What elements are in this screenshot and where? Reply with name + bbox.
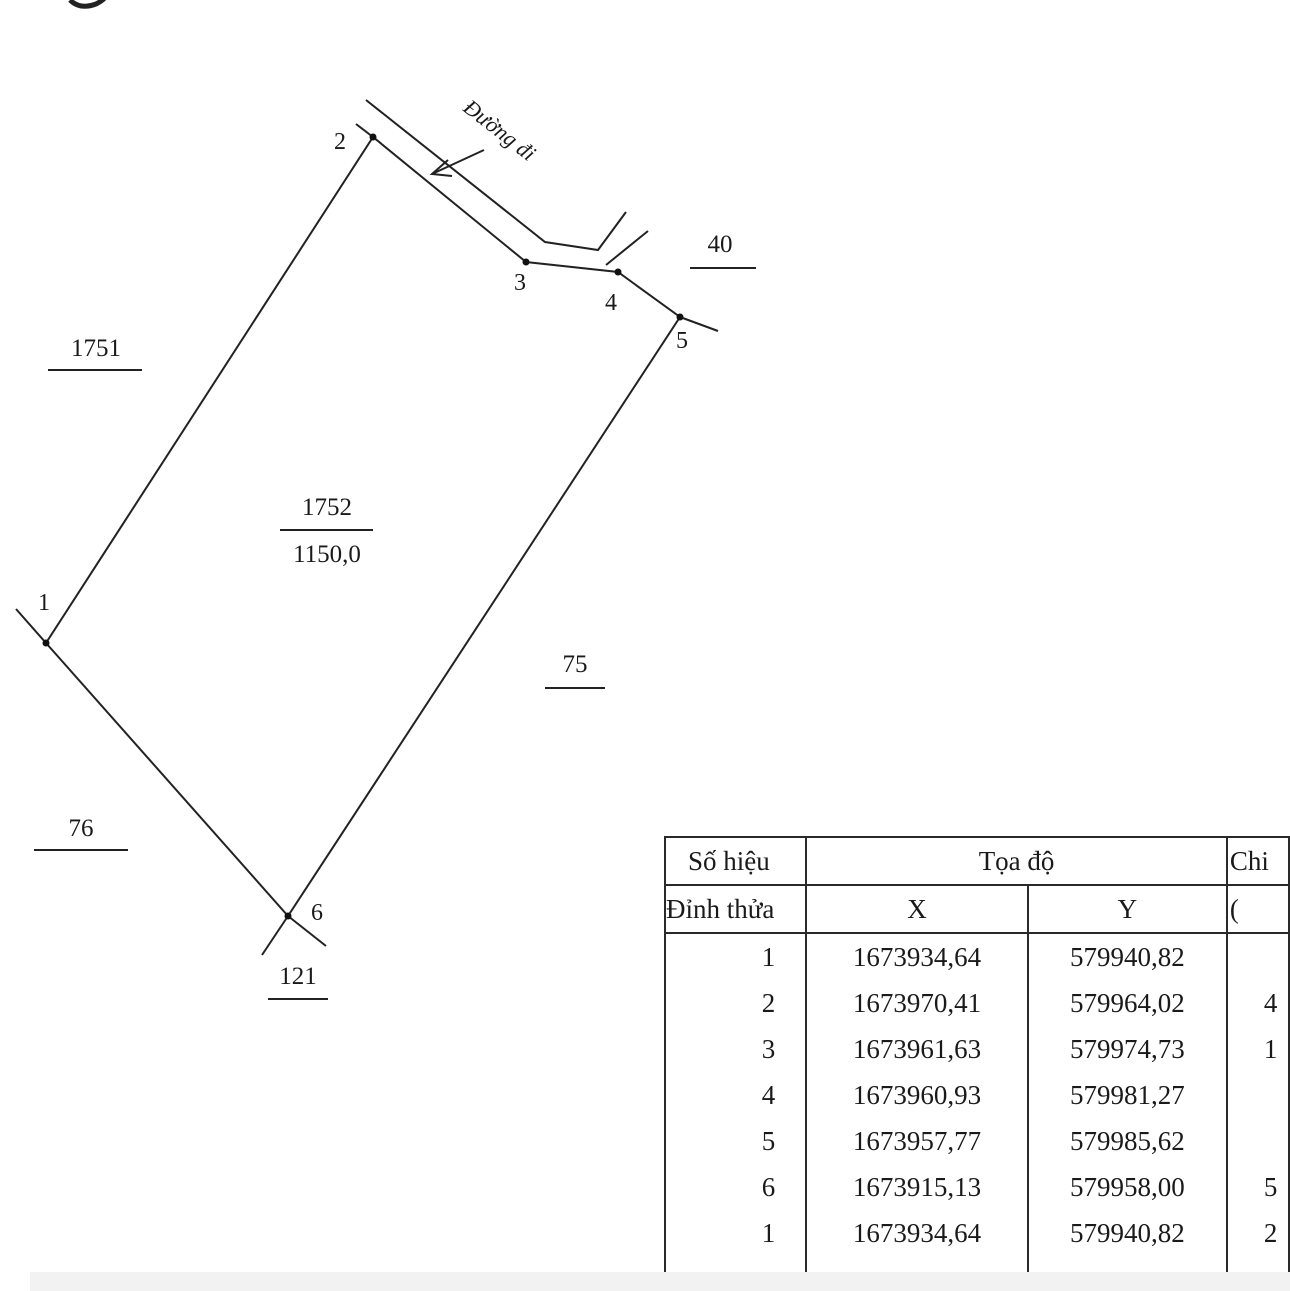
coord-x: 1673961,63 [805,1026,1029,1072]
coord-x: 1673934,64 [805,932,1029,980]
vertex-label-2: 2 [334,129,346,155]
vertex-label-4: 4 [605,290,617,316]
coord-y: 579985,62 [1026,1118,1228,1164]
header-cut-line1: Chi [1225,836,1290,886]
table-row: 3 1673961,63 579974,73 1 [663,1026,1290,1072]
boundary-tick-5 [679,316,719,332]
table-row: 1 1673934,64 579940,82 [663,932,1290,980]
neighbor-parcel-label: 75 [563,651,588,678]
vertex-label-1: 1 [38,590,50,616]
coord-y: 579940,82 [1026,932,1228,980]
cut-cell [1225,1118,1290,1164]
boundary-tick-1 [15,608,47,644]
boundary-tick-2 [355,123,374,138]
vertex-no: 3 [663,1026,808,1072]
vertex-no: 2 [663,980,808,1026]
vertex-label-6: 6 [311,900,323,926]
coord-x: 1673957,77 [805,1118,1029,1164]
parcel-area: 1150,0 [293,541,361,568]
vertex-point [369,133,377,141]
vertex-label-3: 3 [514,270,526,296]
boundary-tick-6b [261,915,289,956]
cut-cell: 5 [1225,1164,1290,1210]
table-row: 4 1673960,93 579981,27 [663,1072,1290,1118]
header-no-line1: Số hiệu [663,836,808,886]
road-arrow-head [429,159,453,177]
bottom-shadow-bar [30,1272,1290,1291]
road-edge-right [605,230,649,266]
header-cut-line2: ( [1225,885,1290,934]
cut-cell [1225,932,1290,980]
road-arrow-line [431,149,485,175]
cut-cell: 1 [1225,1026,1290,1072]
vertex-no: 5 [663,1118,808,1164]
vertex-no: 4 [663,1072,808,1118]
table-row: 6 1673915,13 579958,00 5 [663,1164,1290,1210]
road-edge [365,99,627,252]
vertex-no: 1 [663,932,808,980]
coord-y: 579981,27 [1026,1072,1228,1118]
vertex-label-5: 5 [676,328,688,354]
coord-x: 1673960,93 [805,1072,1029,1118]
parcel-number: 1752 [302,494,352,521]
vertex-point [42,639,50,647]
table-row: 5 1673957,77 579985,62 [663,1118,1290,1164]
coord-y: 579974,73 [1026,1026,1228,1072]
coord-y: 579958,00 [1026,1164,1228,1210]
header-no-line2: Đỉnh thửa [663,885,808,934]
cut-cell: 4 [1225,980,1290,1026]
header-coordinates: Tọa độ [805,836,1228,886]
header-x: X [805,884,1029,934]
vertex-point [614,268,622,276]
coord-x: 1673970,41 [805,980,1029,1026]
neighbor-parcel-label: 121 [279,963,317,990]
header-y: Y [1026,884,1228,934]
neighbor-parcel-label: 40 [708,231,733,258]
coord-y: 579964,02 [1026,980,1228,1026]
coordinate-table: Số hiệu Tọa độ Chi Đỉnh thửa X Y ( 1 167… [663,836,1290,1290]
boundary-tick-6a [287,915,327,947]
cropped-heading-fragment [68,0,107,9]
vertex-point [676,313,684,321]
neighbor-parcel-label: 76 [69,815,94,842]
vertex-no: 6 [663,1164,808,1210]
coord-x: 1673915,13 [805,1164,1029,1210]
vertex-point [284,912,292,920]
table-row: 2 1673970,41 579964,02 4 [663,980,1290,1026]
vertex-point [522,258,530,266]
cut-cell [1225,1072,1290,1118]
neighbor-parcel-label: 1751 [71,335,121,362]
